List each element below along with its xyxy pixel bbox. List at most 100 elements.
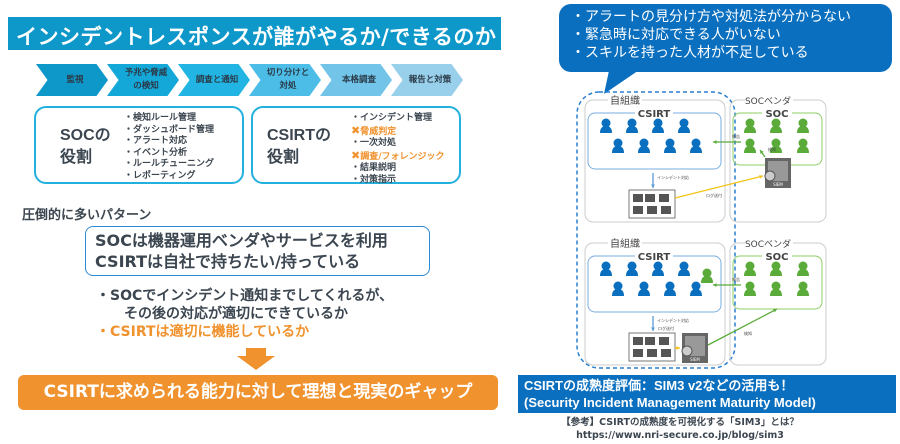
bubble-line-2: ・緊急時に対応できる人がいない xyxy=(571,27,781,43)
device-icon xyxy=(659,337,669,345)
person-icon xyxy=(612,146,624,153)
device-icon xyxy=(633,206,643,214)
diagram-label: ログ送付 xyxy=(658,325,674,331)
own-org-box xyxy=(584,99,726,223)
log-arrow-head xyxy=(759,174,763,179)
person-icon xyxy=(797,289,809,296)
log-arrow xyxy=(674,175,764,199)
bubble-line-1: ・アラートの見分け方や対処法が分からない xyxy=(571,9,851,25)
person-icon xyxy=(771,281,781,291)
reference-url[interactable]: https://www.nri-secure.co.jp/blog/sim3 xyxy=(576,430,784,441)
report-arrow-head xyxy=(713,140,717,144)
page-title: インシデントレスポンスが誰がやるか/できるのか xyxy=(8,17,501,50)
cross-mark-icon: ✖ xyxy=(351,123,361,137)
siem-label: SIEM xyxy=(690,357,700,362)
soc-role-title: SOCの xyxy=(60,127,111,144)
csirt-role-list: ・インシデント管理✖脅威判定・一次対処✖調査/フォレンジック・結果説明・対策指示 xyxy=(351,113,445,186)
soc-role-list: ・検知ルール管理・ダッシュボード管理・アラート対応・イベント分析・ルールチューニ… xyxy=(124,113,214,182)
person-icon xyxy=(600,126,612,133)
diagram-label: 自組織 xyxy=(610,94,640,107)
person-icon xyxy=(798,138,808,148)
own-org-dashed-outline xyxy=(576,91,736,369)
device-icon xyxy=(633,337,643,345)
person-icon xyxy=(690,289,702,296)
person-icon xyxy=(744,269,756,276)
log-arrow-head xyxy=(676,346,680,350)
diagram-label: CSIRT xyxy=(638,252,671,263)
person-icon xyxy=(798,261,808,271)
person-icon xyxy=(639,281,649,291)
diagram-label: SOCベンダ xyxy=(745,95,791,107)
sim3-banner: CSIRTの成熟度評価：SIM3 v2などの活用も！ (Security Inc… xyxy=(518,375,896,413)
diagram-label: SOC xyxy=(765,252,788,263)
bullet-1-cont: その後の対応が適切にできているか xyxy=(124,306,348,322)
person-icon xyxy=(678,269,690,276)
soc-role-item: ・ルールチューニング xyxy=(124,159,215,169)
down-arrow-icon xyxy=(237,348,275,370)
csirt-role-item: ・結果説明 xyxy=(351,163,445,175)
bg xyxy=(635,107,673,119)
bullet-2: ・CSIRTは適切に機能しているか xyxy=(96,324,310,340)
device-icon xyxy=(645,194,655,202)
person-icon xyxy=(797,146,809,153)
person-icon xyxy=(639,138,649,148)
csirt-role-title-2: 役割 xyxy=(267,149,300,166)
detect-arrow xyxy=(707,308,778,346)
person-icon xyxy=(770,269,782,276)
diagram-label: CSIRT xyxy=(638,109,671,120)
bg xyxy=(762,250,792,262)
person-icon xyxy=(770,126,782,133)
person-icon xyxy=(653,118,663,128)
person-icon xyxy=(652,269,664,276)
csirt-role-item: ・一次対処 xyxy=(351,138,445,150)
person-icon xyxy=(745,138,755,148)
bg xyxy=(635,250,673,262)
device-icon xyxy=(633,349,643,357)
cross-mark-icon: ✖ xyxy=(351,148,361,162)
reference-title: 【参考】CSIRTの成熟度を可視化する「SIM3」とは？ xyxy=(561,417,799,428)
csirt-role-item-text: 脅威判定 xyxy=(360,126,397,137)
person-icon xyxy=(678,126,690,133)
csirt-role-item-text: 一次対処 xyxy=(360,138,397,148)
person-icon xyxy=(744,289,756,296)
person-icon xyxy=(744,126,756,133)
person-icon xyxy=(638,146,650,153)
detect-arrow-head xyxy=(760,150,764,154)
bg xyxy=(608,237,642,249)
person-icon xyxy=(798,281,808,291)
person-icon xyxy=(601,118,611,128)
soc-role-item: ・検知ルール管理 xyxy=(124,113,197,123)
person-icon xyxy=(745,281,755,291)
siem-label: SIEM xyxy=(773,182,783,187)
person-icon xyxy=(797,126,809,133)
soc-role-item: ・イベント分析 xyxy=(124,147,188,158)
flow-step: 報告と対策 xyxy=(391,64,463,96)
flow-step: 監視 xyxy=(36,64,108,96)
person-icon xyxy=(679,261,689,271)
bubble-tail xyxy=(604,66,645,94)
bullet: ・ xyxy=(351,174,361,185)
person-icon xyxy=(652,126,664,133)
diagram-label: 検知 xyxy=(768,146,776,152)
person-icon xyxy=(744,146,756,153)
person-icon xyxy=(613,281,623,291)
diagram-label: SOCベンダ xyxy=(745,238,791,250)
person-icon xyxy=(612,289,624,296)
incident-arrow-head xyxy=(651,327,655,331)
own-org-box xyxy=(584,242,726,366)
diagram-label: インシデント対応 xyxy=(657,317,689,323)
person-icon xyxy=(664,146,676,153)
person-icon xyxy=(770,146,782,153)
csirt-role-item-text: 対策指示 xyxy=(360,174,397,185)
person-icon xyxy=(770,289,782,296)
bg xyxy=(608,94,642,106)
reference: 【参考】CSIRTの成熟度を可視化する「SIM3」とは？ https://www… xyxy=(530,416,830,442)
bg xyxy=(745,237,793,249)
bullet: ・ xyxy=(351,163,361,173)
bullet-1: ・SOCでインシデント通知までしてくれるが、 xyxy=(96,288,394,304)
person-icon xyxy=(702,268,712,278)
person-icon xyxy=(691,281,701,291)
bg xyxy=(762,107,792,119)
process-flow: 監視予兆や脅威 の検知調査と通知切り分けと 対処本格調査報告と対策 xyxy=(36,64,463,96)
